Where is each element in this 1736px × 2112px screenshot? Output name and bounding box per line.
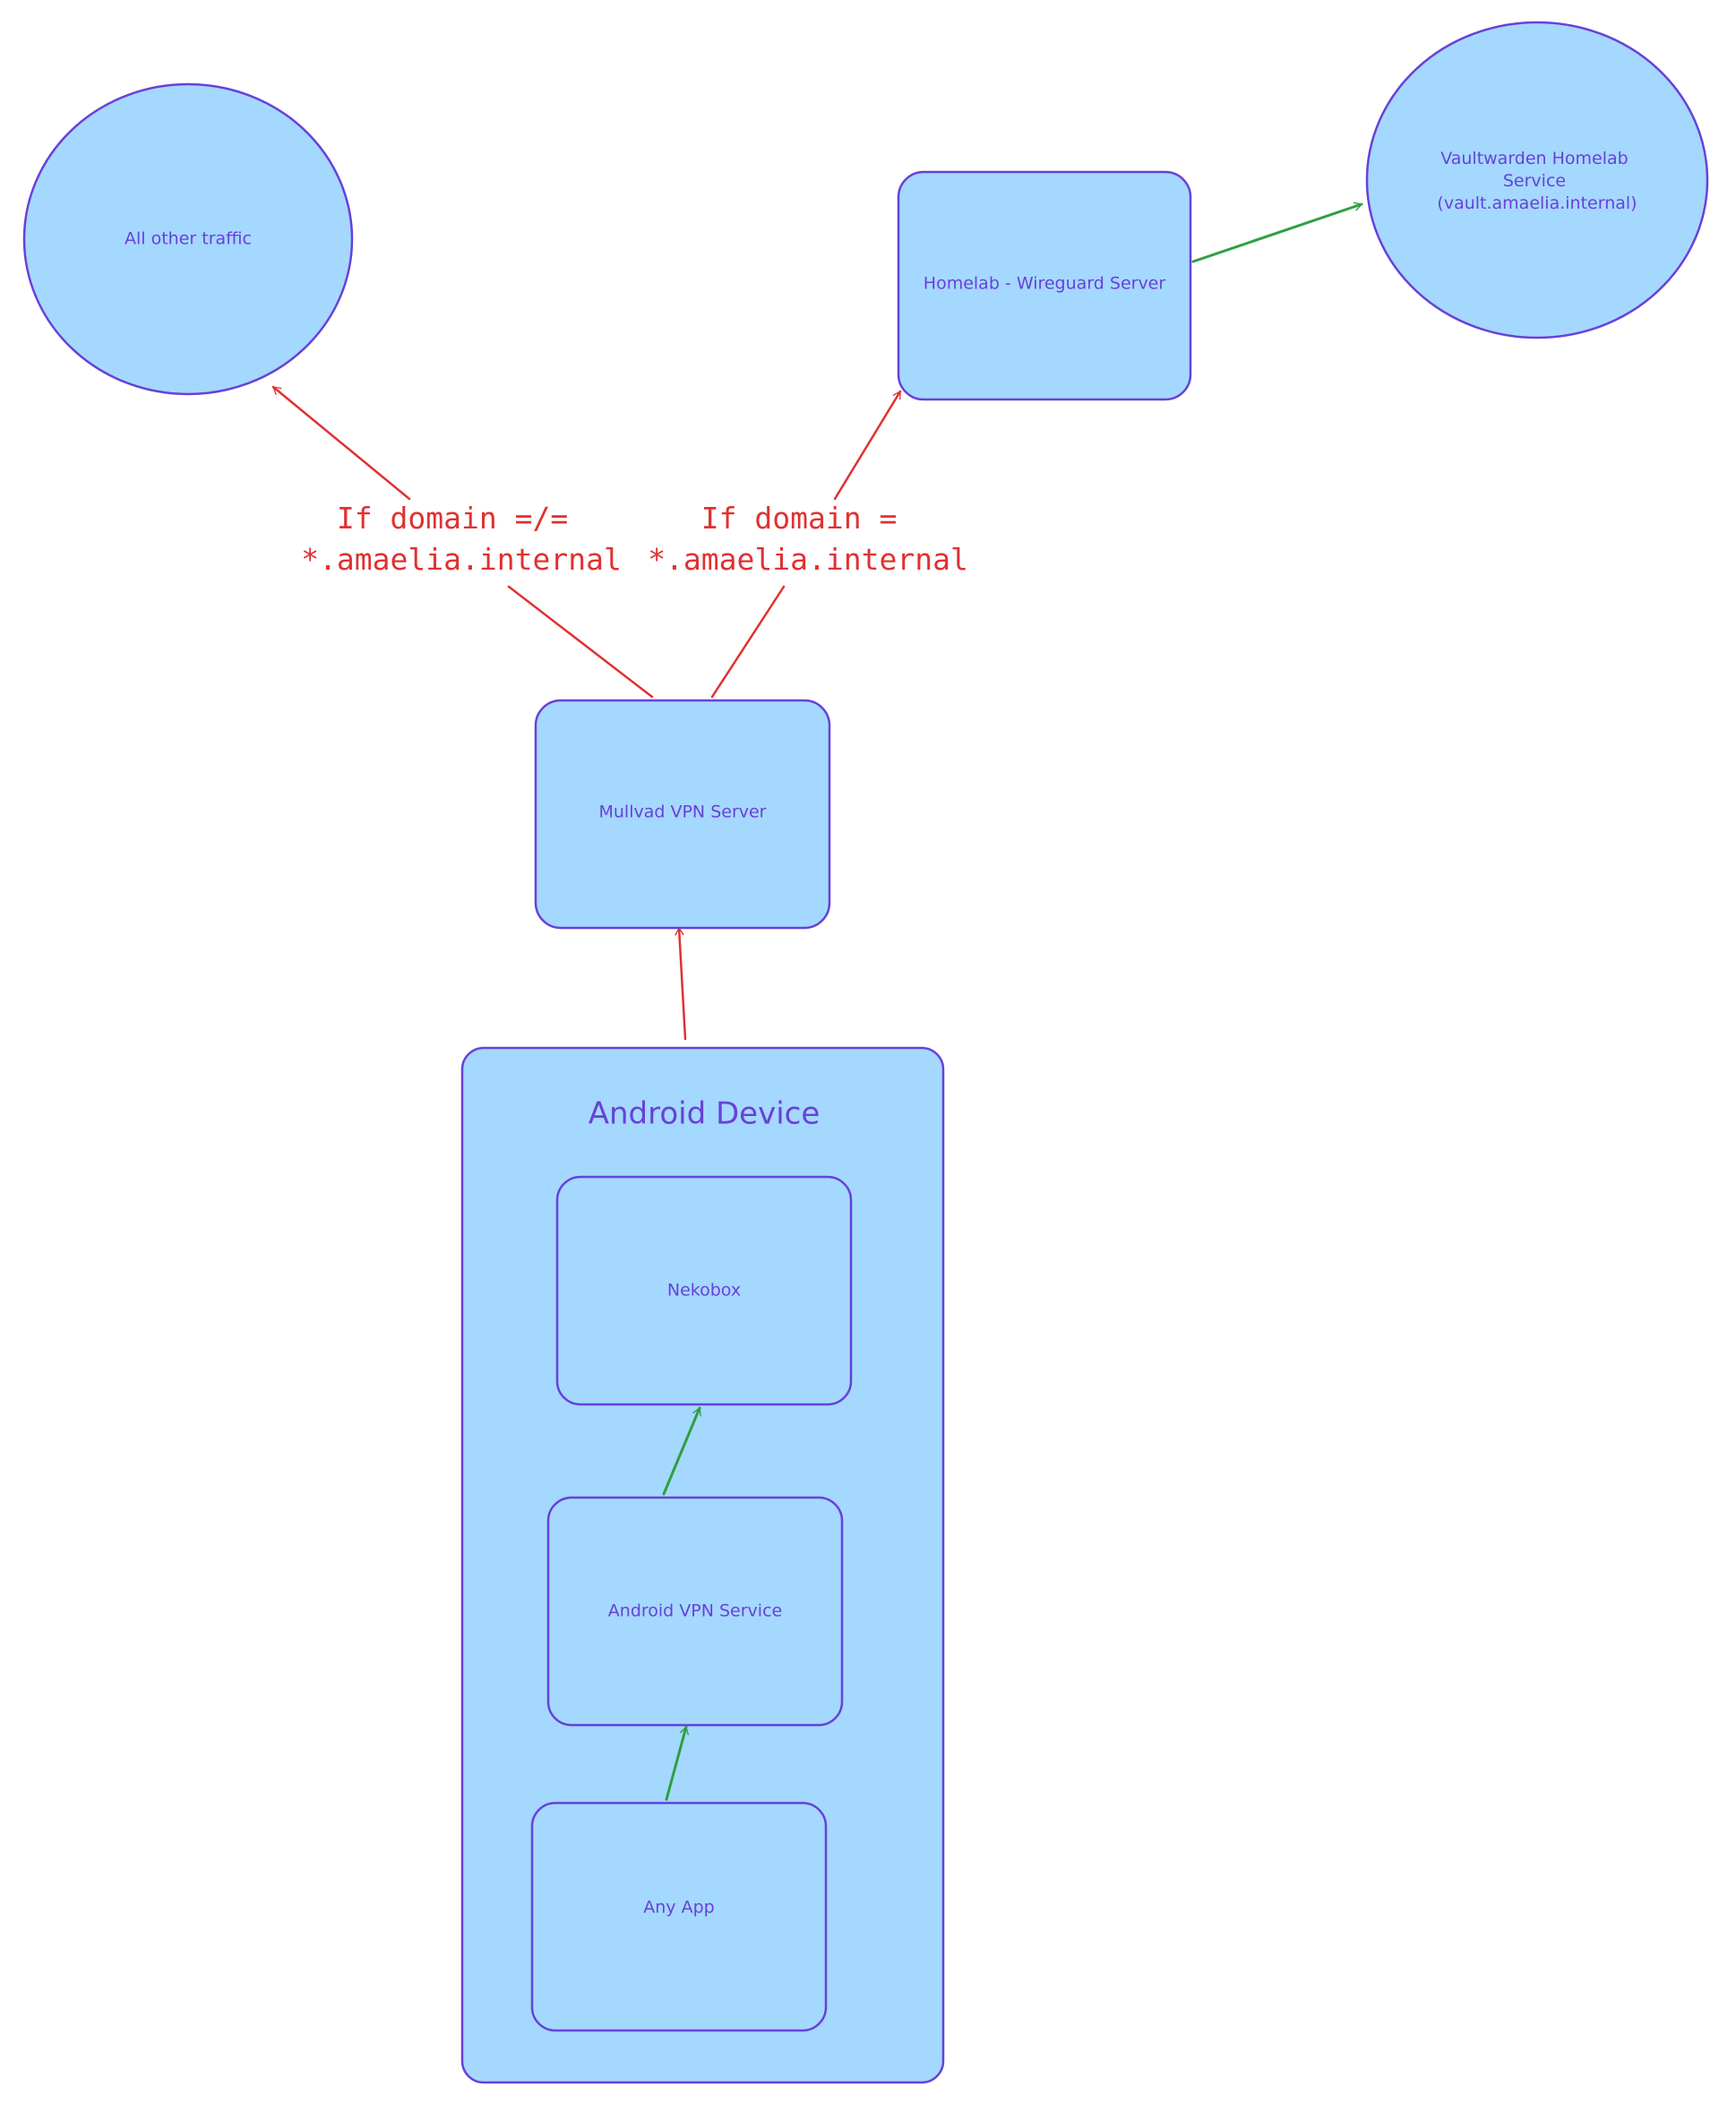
node-nekobox-shape (555, 1175, 853, 1406)
node-all-other-traffic-label: All other traffic (125, 229, 252, 249)
node-any-app-shape (530, 1801, 828, 2032)
edge-mullvad-to-homelab-arrow (833, 390, 902, 501)
node-vaultwarden-label-line-2: Service (1503, 171, 1566, 191)
node-homelab-wireguard-shape (897, 170, 1192, 401)
edge-mullvad-to-other-traffic-line (507, 585, 654, 699)
edge-vpnservice-to-nekobox (662, 1406, 701, 1496)
node-vaultwarden-label-line-1: Vaultwarden Homelab (1440, 149, 1629, 168)
node-android-vpn-service-label: Android VPN Service (608, 1601, 782, 1621)
node-vaultwarden-label: Vaultwarden Homelab Service (vault.amael… (1437, 149, 1637, 213)
edge-mullvad-to-homelab (710, 390, 902, 699)
edge-mullvad-to-homelab-label: If domain = *.amaelia.internal (648, 501, 968, 577)
edge-anyapp-to-vpnservice (665, 1725, 689, 1801)
node-android-device: Android Device Nekobox Android VPN Servi… (460, 1046, 945, 2084)
node-android-vpn-service-shape (546, 1496, 844, 1727)
edge-mullvad-to-homelab-label-line-1: If domain = (701, 501, 898, 536)
node-mullvad-vpn-label: Mullvad VPN Server (599, 803, 767, 822)
node-any-app: Any App (530, 1801, 828, 2032)
node-nekobox-label: Nekobox (667, 1281, 741, 1301)
node-all-other-traffic-shape (22, 82, 354, 396)
edge-mullvad-to-other-traffic-arrow (271, 385, 411, 501)
node-homelab-wireguard: Homelab - Wireguard Server (897, 170, 1192, 401)
node-all-other-traffic: All other traffic (22, 82, 354, 396)
edge-mullvad-to-other-traffic-label: If domain =/= *.amaelia.internal (301, 501, 622, 577)
node-mullvad-vpn-shape (534, 699, 831, 930)
edge-mullvad-to-homelab-line (710, 585, 786, 699)
edge-mullvad-to-homelab-label-line-2: *.amaelia.internal (648, 542, 968, 577)
edge-android-to-mullvad (675, 926, 687, 1041)
node-android-device-title: Android Device (589, 1096, 821, 1132)
node-mullvad-vpn: Mullvad VPN Server (534, 699, 831, 930)
node-vaultwarden-label-line-3: (vault.amaelia.internal) (1437, 193, 1637, 213)
node-any-app-label: Any App (643, 1898, 714, 1918)
edge-homelab-to-vaultwarden (1191, 202, 1363, 263)
node-nekobox: Nekobox (555, 1175, 853, 1406)
node-android-vpn-service: Android VPN Service (546, 1496, 844, 1727)
edge-mullvad-to-other-traffic-label-line-1: If domain =/= (337, 501, 568, 536)
edge-mullvad-to-other-traffic (271, 385, 654, 699)
node-homelab-wireguard-label: Homelab - Wireguard Server (924, 274, 1166, 294)
edge-mullvad-to-other-traffic-label-line-2: *.amaelia.internal (301, 542, 622, 577)
node-vaultwarden: Vaultwarden Homelab Service (vault.amael… (1365, 21, 1709, 339)
node-vaultwarden-shape (1365, 21, 1709, 339)
